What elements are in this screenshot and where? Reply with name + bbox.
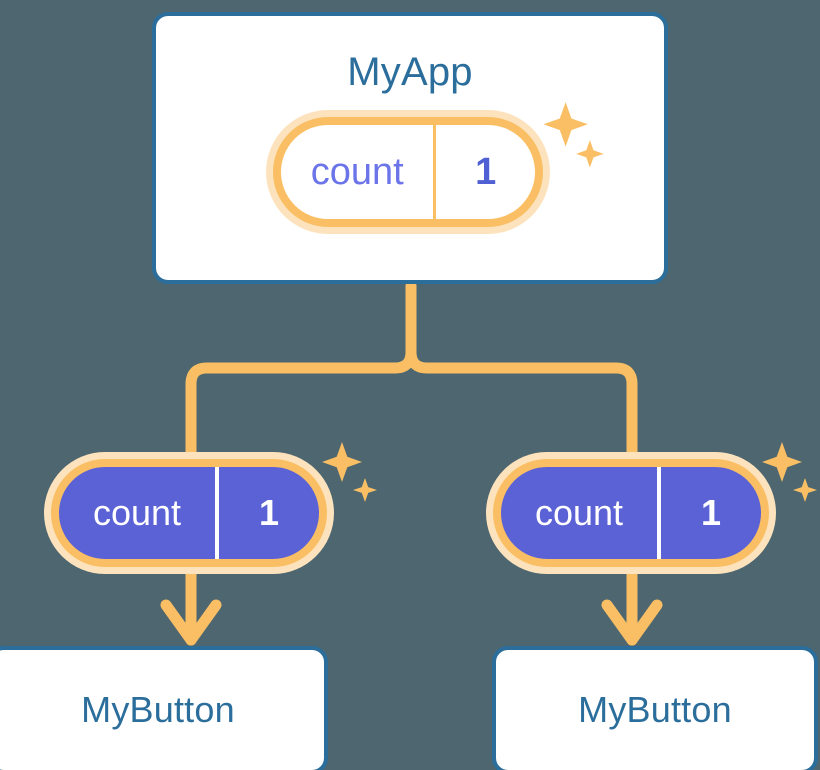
- mybutton-title-right: MyButton: [578, 689, 732, 730]
- state-value-cell: 1: [433, 125, 535, 219]
- mybutton-card-right[interactable]: MyButton: [492, 646, 818, 770]
- prop-key-cell: count: [59, 467, 215, 559]
- prop-key-label: count: [92, 492, 182, 533]
- state-key-label: count: [310, 150, 404, 193]
- mybutton-title-left: MyButton: [81, 689, 235, 730]
- sparkle-icon: [793, 478, 817, 502]
- prop-value-cell: 1: [657, 467, 761, 559]
- state-value-label: 1: [475, 150, 497, 193]
- sparkle-icon: [322, 442, 362, 482]
- prop-pill-inner: count 1: [51, 459, 327, 567]
- myapp-state-pill[interactable]: count 1: [266, 110, 550, 234]
- prop-value-label: 1: [700, 492, 722, 533]
- connector-branch-left: [185, 346, 417, 458]
- mybutton-card-left[interactable]: MyButton: [0, 646, 328, 770]
- connector-arrowhead-left: [160, 599, 222, 646]
- state-key-cell: count: [281, 125, 433, 219]
- prop-value-cell: 1: [215, 467, 319, 559]
- prop-value-label: 1: [258, 492, 280, 533]
- right-prop-pill[interactable]: count 1: [486, 452, 776, 574]
- connector-arrowhead-right: [601, 599, 663, 646]
- sparkle-icon: [353, 478, 377, 502]
- prop-pill-inner: count 1: [493, 459, 769, 567]
- connector-branch-right: [405, 346, 638, 458]
- left-prop-pill[interactable]: count 1: [44, 452, 334, 574]
- prop-key-label: count: [534, 492, 624, 533]
- prop-key-cell: count: [501, 467, 657, 559]
- sparkle-icon: [762, 442, 802, 482]
- state-pill-inner: count 1: [273, 117, 543, 227]
- myapp-title: MyApp: [347, 50, 473, 94]
